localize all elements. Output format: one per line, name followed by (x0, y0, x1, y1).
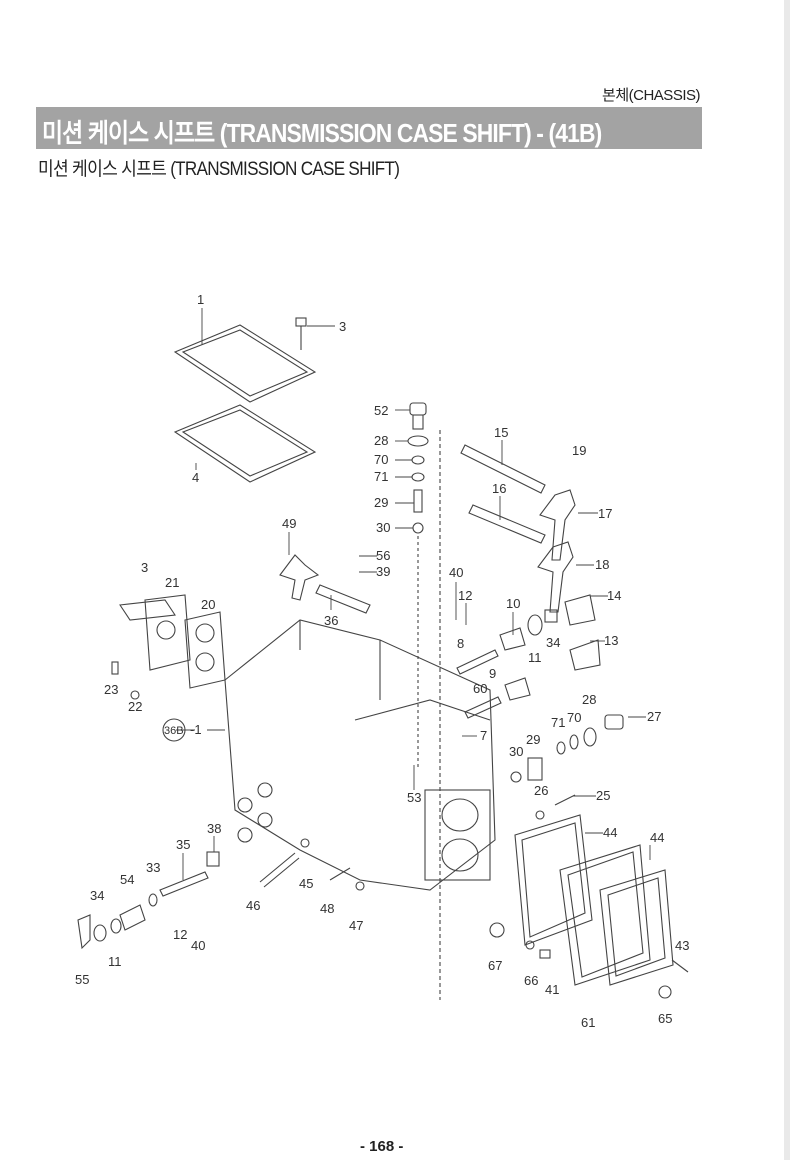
bolt-3 (295, 317, 307, 350)
callout: 8 (457, 636, 464, 651)
callout: 15 (494, 425, 508, 440)
callout: 1 (197, 292, 204, 307)
left-cover (111, 594, 226, 700)
section-label: 본체(CHASSIS) (602, 87, 700, 104)
callout: 22 (128, 699, 142, 714)
callout: 29 (526, 732, 540, 747)
callout: 3 (339, 319, 346, 334)
callout: 12 (173, 927, 187, 942)
callout: 13 (604, 633, 618, 648)
callout: 7 (480, 728, 487, 743)
callout: 28 (374, 433, 388, 448)
callout: 21 (165, 575, 179, 590)
callout: 66 (524, 973, 538, 988)
callout: 61 (581, 1015, 595, 1030)
callout: 52 (374, 403, 388, 418)
rear-covers (489, 714, 689, 999)
leader-lines (176, 308, 651, 880)
shift-rails (315, 430, 546, 1000)
callout: 20 (201, 597, 215, 612)
callout: 54 (120, 872, 134, 887)
callout: 41 (545, 982, 559, 997)
callout: 9 (489, 666, 496, 681)
callout: 33 (146, 860, 160, 875)
detent-parts (407, 402, 429, 770)
callout: 19 (572, 443, 586, 458)
callout: 48 (320, 901, 334, 916)
callout: 47 (349, 918, 363, 933)
callout: 11 (528, 650, 542, 665)
callout: 18 (595, 557, 609, 572)
callout: 70 (374, 452, 388, 467)
shift-forks (279, 489, 576, 613)
callout: 38 (207, 821, 221, 836)
scan-edge (784, 0, 790, 1160)
callout-circle (162, 718, 186, 742)
callout: 36B (164, 725, 184, 737)
callout: 16 (492, 481, 506, 496)
callout: 30 (376, 520, 390, 535)
callout: 17 (598, 506, 612, 521)
callout: 35 (176, 837, 190, 852)
callout: 56 (376, 548, 390, 563)
callout: 44 (603, 825, 617, 840)
part-callouts: 1 3 52 28 70 71 29 30 15 19 16 17 4 49 5… (75, 292, 689, 1030)
page-title: 미션 케이스 시프트 (TRANSMISSION CASE SHIFT) - (… (42, 118, 602, 148)
callout: 23 (104, 682, 118, 697)
callout: 3 (141, 560, 148, 575)
page-number: - 168 - (360, 1138, 404, 1155)
diagram-subtitle: 미션 케이스 시프트 (TRANSMISSION CASE SHIFT) (38, 159, 400, 180)
callout: 71 (551, 715, 565, 730)
callout: 71 (374, 469, 388, 484)
callout: 28 (582, 692, 596, 707)
callout: 11 (108, 954, 122, 969)
callout: 55 (75, 972, 89, 987)
callout: 40 (449, 565, 463, 580)
cover-plate (173, 324, 317, 403)
callout: 43 (675, 938, 689, 953)
callout: 49 (282, 516, 296, 531)
cover-gasket (173, 404, 317, 483)
callout: 40 (191, 938, 205, 953)
callout: 29 (374, 495, 388, 510)
callout: 12 (458, 588, 472, 603)
callout: 70 (567, 710, 581, 725)
callout: 67 (488, 958, 502, 973)
transmission-case (224, 619, 496, 891)
callout: 45 (299, 876, 313, 891)
callout: 65 (658, 1011, 672, 1026)
callout: 30 (509, 744, 523, 759)
callout: 39 (376, 564, 390, 579)
callout: 4 (192, 470, 199, 485)
callout: 46 (246, 898, 260, 913)
callout: 34 (546, 635, 560, 650)
callout: 36 (324, 613, 338, 628)
callout: 34 (90, 888, 104, 903)
callout: 27 (647, 709, 661, 724)
callout: 25 (596, 788, 610, 803)
callout: 26 (534, 783, 548, 798)
callout: 44 (650, 830, 664, 845)
callout: 60 (473, 681, 487, 696)
callout: 10 (506, 596, 520, 611)
callout: 53 (407, 790, 421, 805)
callout: 14 (607, 588, 621, 603)
title-banner: 미션 케이스 시프트 (TRANSMISSION CASE SHIFT) - (… (36, 107, 702, 149)
callout: -1 (190, 722, 202, 737)
lower-shift-parts (77, 838, 365, 950)
